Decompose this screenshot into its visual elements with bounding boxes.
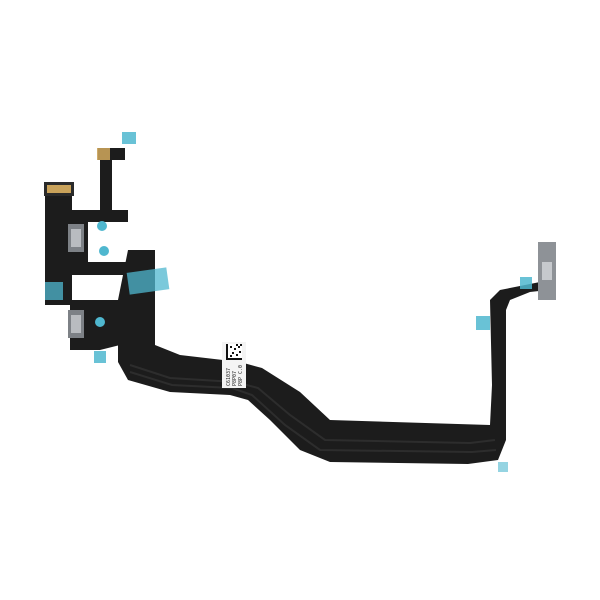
data-matrix-code (226, 344, 242, 360)
button-switch-lower (68, 310, 84, 338)
flex-ribbon (45, 148, 556, 464)
adhesive-tab (122, 132, 136, 144)
connector-pins (47, 185, 71, 193)
adhesive-dot (99, 246, 109, 256)
flex-trace (129, 371, 497, 454)
button-switch-right (538, 242, 556, 300)
adhesive-tab (476, 316, 490, 330)
adhesive-dot (95, 317, 105, 327)
flex-trace (129, 364, 496, 445)
flex-arm-connector (45, 190, 72, 305)
flex-arm-top (98, 148, 125, 210)
flex-main-body (118, 250, 548, 464)
button-switch-upper (68, 224, 84, 252)
switch-body (542, 262, 552, 280)
top-contact-pad (97, 148, 110, 160)
label-sticker: C61037 P8P07 P8P C.0 (222, 342, 246, 388)
adhesive-tab (498, 462, 508, 472)
label-line-2: P8P07 (232, 371, 238, 386)
switch-body (71, 315, 81, 333)
label-line-3: P8P C.0 (238, 365, 244, 386)
adhesive-tab (45, 282, 63, 300)
adhesive-tabs (45, 132, 532, 472)
adhesive-tab (94, 351, 106, 363)
flex-arm-upper-button (70, 210, 128, 275)
adhesive-tab (520, 277, 532, 289)
switch-body (71, 229, 81, 247)
adhesive-dot (97, 221, 107, 231)
adhesive-tab (126, 267, 170, 295)
label-line-1: C61037 (226, 368, 232, 386)
board-connector (44, 182, 74, 196)
